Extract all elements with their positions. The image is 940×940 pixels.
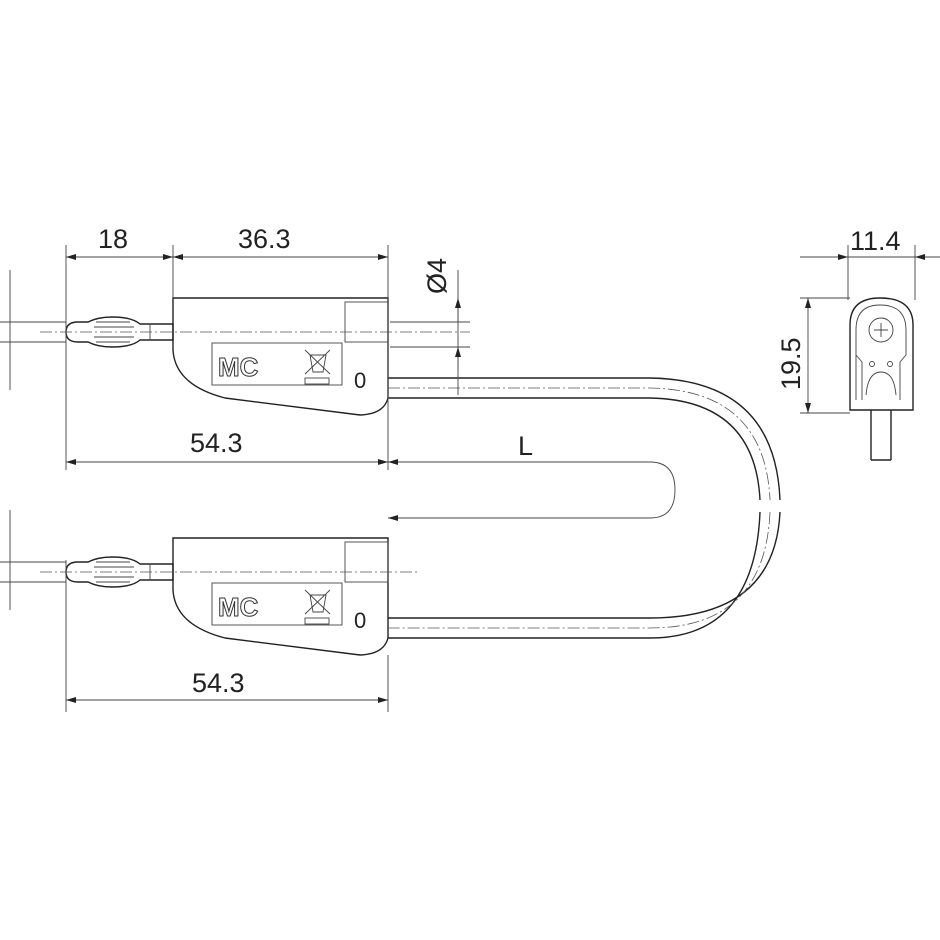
side-view: 11.4 19.5 xyxy=(776,226,940,461)
banana-tip-icon xyxy=(65,316,174,348)
dim-tip-length: 18 xyxy=(98,224,128,254)
dim-diameter: Ø4 xyxy=(422,258,452,294)
plug-marking: 0 xyxy=(354,608,366,633)
dim-plug-total-bottom: 54.3 xyxy=(192,668,245,698)
dim-body-length: 36.3 xyxy=(238,224,291,254)
dim-cable-length: L xyxy=(518,431,533,461)
weee-bin-icon xyxy=(304,589,331,625)
dim-side-height: 19.5 xyxy=(776,337,806,390)
top-plug: MC 0 xyxy=(65,297,389,416)
plug-marking: 0 xyxy=(354,368,366,393)
banana-tip-icon xyxy=(65,556,174,588)
dimension-lines: 18 36.3 Ø4 54.3 L 54.3 xyxy=(0,224,676,712)
dim-plug-total-top: 54.3 xyxy=(190,428,243,458)
dim-side-width: 11.4 xyxy=(850,226,901,256)
weee-bin-icon xyxy=(304,349,331,385)
brand-logo: MC xyxy=(218,592,259,622)
bottom-plug: MC 0 xyxy=(65,537,389,656)
cable xyxy=(388,377,781,639)
brand-logo: MC xyxy=(218,352,259,382)
